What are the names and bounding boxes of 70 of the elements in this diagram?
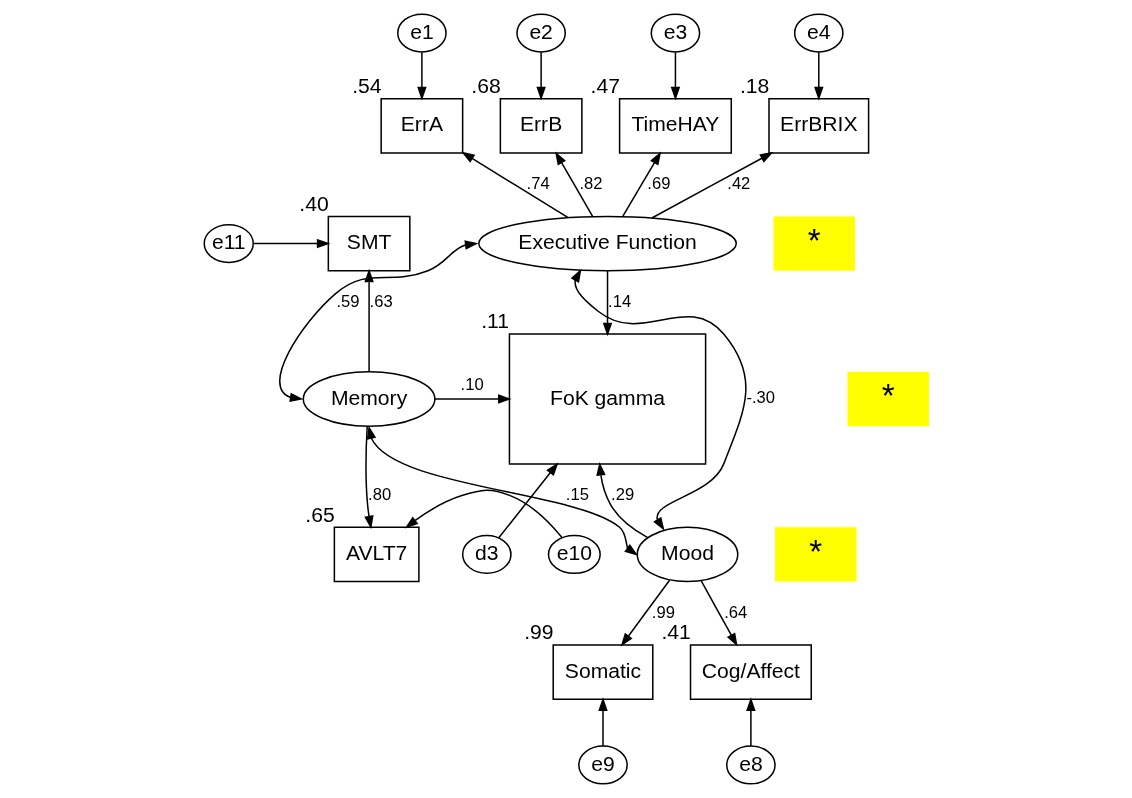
node-box: FoK gamma bbox=[508, 333, 706, 465]
node-label: .68 bbox=[470, 73, 501, 97]
node-label: .18 bbox=[739, 73, 769, 97]
node-label: .40 bbox=[298, 191, 329, 215]
node-label: .54 bbox=[351, 73, 381, 97]
node-ellipse: d3 bbox=[461, 534, 512, 575]
node-box: Cog/Affect bbox=[689, 644, 812, 701]
edge-label: .80 bbox=[367, 484, 391, 504]
node-box: ErrA bbox=[379, 97, 463, 154]
node-box: Somatic bbox=[551, 644, 654, 701]
node-ellipse: Executive Function bbox=[477, 215, 737, 272]
label: * bbox=[808, 532, 822, 570]
node-ellipse: Mood bbox=[636, 526, 738, 583]
node-box: ErrB bbox=[499, 97, 583, 154]
arrow bbox=[252, 238, 330, 249]
arrow bbox=[460, 151, 568, 219]
node-label: .47 bbox=[590, 73, 620, 97]
node-box: ErrBRIX bbox=[767, 97, 869, 154]
edge-label: .15 bbox=[565, 484, 589, 504]
edge-label: .63 bbox=[369, 291, 393, 311]
node-label: .99 bbox=[523, 620, 554, 644]
edge-label: .42 bbox=[726, 173, 750, 193]
node-label: .11 bbox=[480, 309, 509, 333]
node-ellipse: e3 bbox=[650, 13, 700, 53]
edge-label: -.30 bbox=[745, 388, 775, 408]
arrow bbox=[363, 268, 374, 373]
node-ellipse: e11 bbox=[203, 223, 254, 264]
edge-label: .69 bbox=[646, 173, 670, 193]
edge-label: .82 bbox=[578, 173, 602, 193]
arrow bbox=[602, 270, 612, 337]
arrow bbox=[621, 151, 661, 218]
edge-label: .64 bbox=[723, 602, 747, 622]
arrow bbox=[554, 151, 593, 218]
node-ellipse: e10 bbox=[547, 534, 601, 575]
arrow bbox=[595, 462, 648, 539]
arrow bbox=[650, 152, 773, 219]
arrow bbox=[700, 580, 738, 647]
arrow bbox=[497, 462, 558, 539]
node-ellipse: e4 bbox=[793, 13, 844, 53]
node-box: SMT bbox=[327, 215, 411, 272]
node-box: AVLT7 bbox=[333, 526, 420, 583]
arrow bbox=[597, 697, 608, 747]
arrow bbox=[813, 51, 824, 101]
arrow bbox=[670, 51, 680, 101]
edge-label: .10 bbox=[460, 374, 484, 394]
arrow bbox=[570, 268, 747, 531]
arrow bbox=[366, 425, 638, 556]
node-ellipse: e1 bbox=[396, 13, 447, 53]
node-ellipse: e8 bbox=[725, 745, 776, 785]
label: * bbox=[881, 377, 895, 415]
node-ellipse: Memory bbox=[302, 371, 436, 427]
edge-label: .59 bbox=[335, 291, 359, 311]
arrow bbox=[416, 51, 427, 101]
arrow bbox=[278, 240, 478, 403]
edge-label: .74 bbox=[526, 173, 550, 193]
node-ellipse: e9 bbox=[577, 745, 628, 785]
arrow bbox=[433, 394, 512, 404]
node-box: TimeHAY bbox=[618, 97, 732, 154]
edge-label: .29 bbox=[610, 484, 634, 504]
arrow bbox=[404, 489, 563, 539]
arrow bbox=[620, 579, 670, 647]
edge-label: .99 bbox=[651, 602, 675, 622]
node-label: .41 bbox=[661, 620, 691, 644]
node-label: .65 bbox=[304, 502, 335, 526]
arrow bbox=[363, 425, 374, 530]
node-ellipse: e2 bbox=[515, 13, 566, 53]
arrow bbox=[745, 697, 756, 747]
arrow bbox=[535, 51, 546, 101]
edge-label: .14 bbox=[607, 291, 631, 311]
label: * bbox=[807, 222, 821, 260]
